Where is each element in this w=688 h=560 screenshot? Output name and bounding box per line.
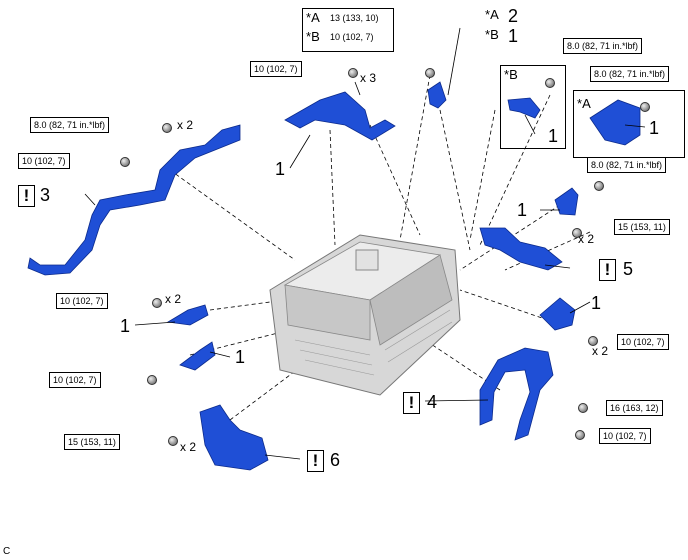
variant-a-tag: *A xyxy=(577,96,591,111)
callout-1: 1 xyxy=(508,26,519,46)
torque-spec-label: 15 (153, 11) xyxy=(614,219,670,235)
torque-spec-label: 8.0 (82, 71 in.*lbf) xyxy=(587,157,667,173)
inverter-assembly xyxy=(269,234,461,396)
callout-3: 3 xyxy=(40,185,51,205)
torque-spec-label: 10 (102, 7) xyxy=(617,334,669,350)
bolt-icon xyxy=(575,430,585,440)
quantity-label: x 2 xyxy=(165,292,182,306)
torque-spec-label: 8.0 (82, 71 in.*lbf) xyxy=(30,117,110,133)
quantity-label: x 2 xyxy=(592,344,609,358)
part-1-bracket-left-2 xyxy=(179,341,216,371)
part-1-bracket-right-2 xyxy=(539,297,576,331)
torque-spec-label: 13 (133, 10) xyxy=(327,11,382,25)
bolt-icon xyxy=(348,68,358,78)
callout-1: 1 xyxy=(591,293,602,313)
part-6-bracket xyxy=(199,404,269,471)
bolt-icon xyxy=(640,102,650,112)
callout-1: 1 xyxy=(517,200,528,220)
variant-a-tag: *A xyxy=(306,10,320,25)
figure-code: C xyxy=(3,546,11,557)
callout-2: 2 xyxy=(508,6,519,26)
bolt-icon xyxy=(147,375,157,385)
bolt-icon xyxy=(594,181,604,191)
torque-spec-label: 10 (102, 7) xyxy=(49,372,101,388)
callout-1: 1 xyxy=(120,316,131,336)
part-1-bracket-top-left xyxy=(284,91,396,141)
bolt-icon xyxy=(572,228,582,238)
callout-4: 4 xyxy=(427,392,438,412)
caution-icon: ! xyxy=(403,392,420,414)
quantity-label: x 2 xyxy=(578,232,595,246)
part-3-hose xyxy=(27,124,241,276)
callout-leader-lines xyxy=(84,27,646,460)
torque-spec-label: 8.0 (82, 71 in.*lbf) xyxy=(590,66,670,82)
torque-spec-label: 10 (102, 7) xyxy=(56,293,108,309)
variant-b-tag: *B xyxy=(485,27,499,42)
callout-1: 1 xyxy=(548,126,559,146)
bolt-icon xyxy=(545,78,555,88)
variant-a-tag: *A xyxy=(485,7,499,22)
callout-5: 5 xyxy=(623,259,634,279)
bolt-icon xyxy=(120,157,130,167)
part-1-bracket-right-1 xyxy=(554,187,579,216)
callout-1: 1 xyxy=(235,347,246,367)
quantity-label: x 2 xyxy=(180,440,197,454)
variant-b-tag: *B xyxy=(504,67,518,82)
bolt-icon xyxy=(162,123,172,133)
torque-spec-label: 16 (163, 12) xyxy=(606,400,663,416)
quantity-label: x 3 xyxy=(360,71,377,85)
torque-spec-label: 15 (153, 11) xyxy=(64,434,120,450)
part-1-bracket-left-1 xyxy=(166,304,209,326)
callout-1: 1 xyxy=(649,118,660,138)
part-4-hose xyxy=(479,347,554,441)
bolt-icon xyxy=(425,68,435,78)
bolt-icon xyxy=(578,403,588,413)
variant-spec-box xyxy=(302,8,394,52)
torque-spec-label: 10 (102, 7) xyxy=(327,30,377,44)
callout-6: 6 xyxy=(330,450,341,470)
torque-spec-label: 10 (102, 7) xyxy=(18,153,70,169)
bolt-icon xyxy=(152,298,162,308)
caution-icon: ! xyxy=(18,185,35,207)
caution-icon: ! xyxy=(307,450,324,472)
variant-b-tag: *B xyxy=(306,29,320,44)
caution-icon: ! xyxy=(599,259,616,281)
quantity-label: x 2 xyxy=(177,118,194,132)
part-1-bracket-top-small xyxy=(427,81,447,109)
bolt-icon xyxy=(588,336,598,346)
variant-b-box xyxy=(500,65,566,149)
part-1-bracket-a xyxy=(589,99,641,146)
bolt-icon xyxy=(168,436,178,446)
torque-spec-label: 8.0 (82, 71 in.*lbf) xyxy=(563,38,643,54)
torque-spec-label: 10 (102, 7) xyxy=(250,61,302,77)
part-1-bracket-b xyxy=(507,97,541,119)
torque-spec-label: 10 (102, 7) xyxy=(599,428,651,444)
callout-1: 1 xyxy=(275,159,286,179)
